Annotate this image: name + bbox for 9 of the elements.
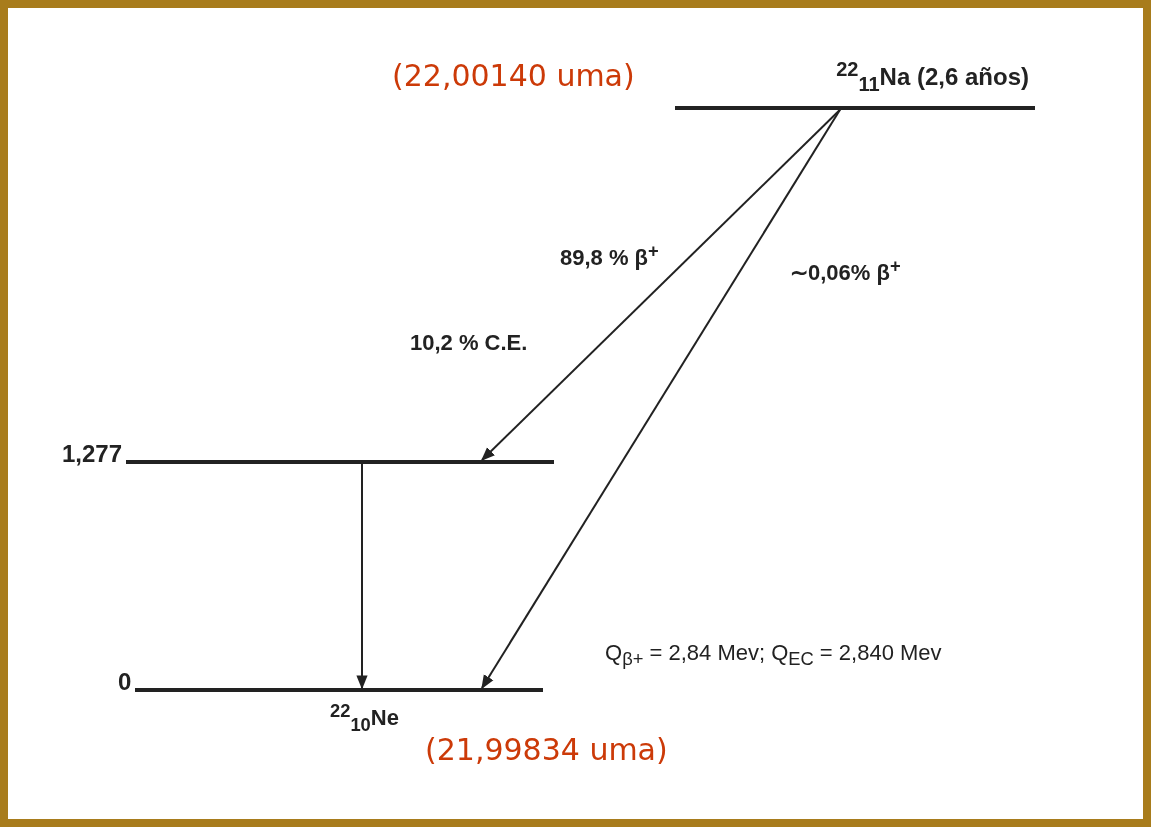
decay-arrow — [481, 108, 841, 690]
decay-arrow — [356, 463, 368, 690]
energy-value: 1,277 — [62, 440, 123, 468]
atomic-mass: (22,00140 uma) — [392, 58, 635, 93]
q-value-note: Q$_{β+}$ = 2,84 Mev; Q$_{EC}$ = 2,840 Mev — [605, 640, 942, 671]
atomic-mass: (21,99834 uma) — [425, 732, 668, 767]
branch-label: 10,2 % C.E. — [410, 330, 528, 356]
energy-value: 0 — [118, 668, 132, 696]
decay-arrow — [481, 108, 841, 461]
